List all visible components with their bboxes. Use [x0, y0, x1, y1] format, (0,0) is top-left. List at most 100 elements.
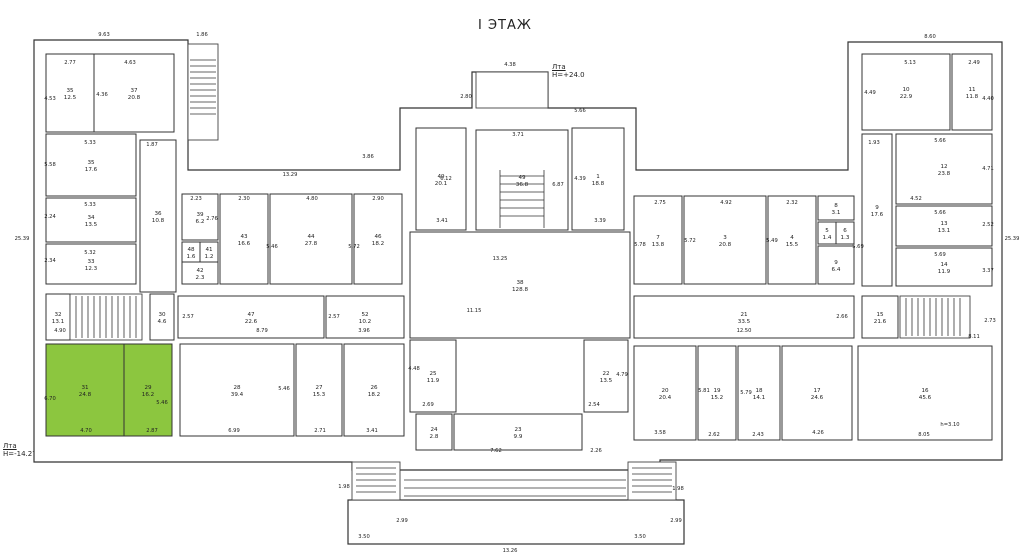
room-area: 20.8	[719, 242, 732, 248]
room-number: 8	[834, 203, 838, 209]
room-number: 33	[87, 259, 95, 265]
room-area: 13.1	[938, 228, 951, 234]
ceiling-height-label: h=3.10	[940, 422, 959, 428]
dimension-label: 2.52	[982, 222, 994, 228]
room-r52	[325, 295, 405, 339]
dimension-label: 5.49	[766, 238, 778, 244]
dimension-label: 2.34	[44, 258, 56, 264]
room-number: 6	[843, 228, 847, 234]
room-r34	[45, 197, 137, 243]
room-area: 39.4	[231, 392, 244, 398]
dimension-label: 5.72	[348, 244, 360, 250]
room-number: 38	[516, 280, 524, 286]
dimension-label: 5.46	[266, 244, 278, 250]
stair-entrance-center	[404, 479, 626, 497]
room-r30	[149, 293, 175, 341]
dimension-label: 9.63	[98, 32, 110, 38]
room-number: 35	[66, 88, 74, 94]
room-area: 6.4	[832, 267, 841, 273]
room-number: 11	[968, 87, 976, 93]
room-number: 28	[233, 385, 241, 391]
room-area: 3.1	[832, 210, 841, 216]
room-r16	[857, 345, 993, 441]
room-r10	[861, 53, 951, 131]
room-number: 14	[940, 262, 948, 268]
dimension-label: 4.80	[306, 196, 318, 202]
room-r25	[409, 339, 457, 413]
room-r32	[45, 293, 71, 341]
room-number: 17	[813, 388, 821, 394]
room-area: 9.9	[514, 434, 523, 440]
dimension-label: 4.38	[504, 62, 516, 68]
room-area: 22.9	[900, 94, 913, 100]
level-mark-top: Лта H=+24.0	[552, 63, 585, 79]
dimension-label: 4.52	[910, 196, 922, 202]
dimension-label: 2.30	[238, 196, 250, 202]
dimension-label: 4.40	[982, 96, 994, 102]
room-r19	[697, 345, 737, 441]
room-area: 13.8	[652, 242, 665, 248]
room-number: 12	[940, 164, 947, 170]
dimension-label: 3.86	[362, 154, 374, 160]
room-r21	[633, 295, 855, 339]
room-number: 49	[437, 174, 445, 180]
room-number: 25	[429, 371, 437, 377]
room-area: 13.5	[85, 222, 98, 228]
dimension-label: 2.24	[44, 214, 56, 220]
dimension-label: 6.12	[440, 176, 452, 182]
dimension-label: 4.90	[54, 328, 66, 334]
room-number: 23	[514, 427, 522, 433]
room-number: 42	[196, 268, 203, 274]
room-r15	[861, 295, 899, 339]
dimension-label: 8.11	[968, 334, 980, 340]
room-number: 34	[87, 215, 95, 221]
room-area: 23.8	[938, 171, 951, 177]
room-r8	[817, 195, 855, 221]
dimension-label: 1.93	[868, 140, 880, 146]
room-number: 52	[361, 312, 368, 318]
dimension-label: 12.50	[737, 328, 752, 334]
dimension-label: 5.46	[156, 400, 168, 406]
room-labels: 3512.53720.83517.63413.53312.33213.13124…	[52, 87, 979, 440]
room-number: 22	[602, 371, 609, 377]
room-r3	[683, 195, 767, 285]
room-number: 20	[661, 388, 669, 394]
dimension-label: 4.63	[124, 60, 136, 66]
room-r20	[633, 345, 697, 441]
room-number: 27	[315, 385, 323, 391]
room-r9	[817, 245, 855, 285]
room-number: 5	[825, 228, 829, 234]
dimension-label: 2.76	[206, 216, 218, 222]
room-area: 45.6	[919, 395, 932, 401]
stair-left-mid	[69, 293, 143, 341]
room-number: 4	[790, 235, 794, 241]
dimension-label: 3.39	[594, 218, 606, 224]
dimension-label: 5.32	[84, 250, 96, 256]
room-r18	[737, 345, 781, 441]
room-r27	[295, 343, 343, 437]
dimension-label: 7.62	[490, 448, 502, 454]
dimension-label: 2.66	[836, 314, 848, 320]
dimension-label: 3.50	[634, 534, 646, 540]
room-area: 10.2	[359, 319, 371, 325]
room-r11	[951, 53, 993, 131]
room-r36	[139, 139, 177, 293]
room-number: 36	[154, 211, 162, 217]
dimension-label: 4.53	[44, 96, 56, 102]
room-r26	[343, 343, 405, 437]
stair-entrance-left	[351, 461, 401, 501]
level-mark-left-label: Лта	[3, 442, 17, 450]
dimension-label: 11.15	[467, 308, 482, 314]
room-r22	[583, 339, 629, 413]
dimension-label: 2.69	[422, 402, 434, 408]
dimension-label: 13.26	[503, 548, 518, 554]
dimension-label: 4.48	[408, 366, 420, 372]
stair-left-top	[187, 43, 219, 141]
dimension-label: 2.49	[968, 60, 980, 66]
dimension-label: 4.71	[982, 166, 994, 172]
dimension-label: 2.73	[984, 318, 996, 324]
room-r42	[181, 261, 219, 285]
room-r23	[453, 413, 583, 451]
dimension-label: 5.13	[904, 60, 916, 66]
dimension-label: 5.66	[934, 210, 946, 216]
